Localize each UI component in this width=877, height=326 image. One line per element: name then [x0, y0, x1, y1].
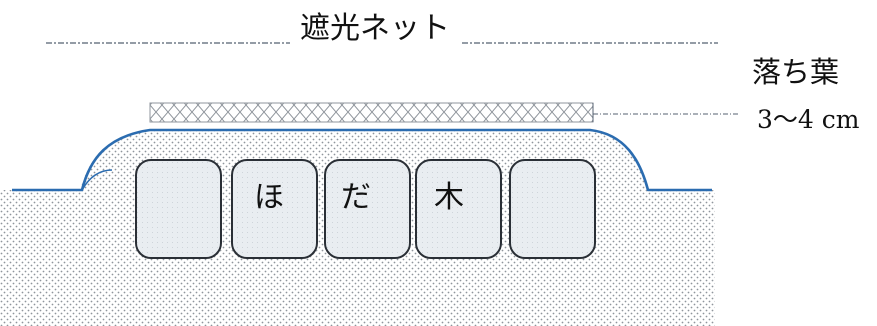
log-label-ho: ほ: [254, 180, 284, 215]
mound-inner-outline: [81, 169, 113, 191]
log-label-da: だ: [341, 180, 371, 215]
log-row: ほ だ 木: [135, 159, 596, 259]
fallen-leaves-label: 落ち葉: [752, 55, 839, 89]
mound-outline: [12, 128, 712, 192]
log-3: [324, 159, 411, 259]
log-2: [231, 159, 318, 259]
log-1: [135, 159, 222, 259]
depth-label: 3～4 cm: [757, 105, 860, 134]
shade-net-label: 遮光ネット: [300, 11, 450, 46]
shade-net-label-group: 遮光ネット: [46, 11, 718, 46]
log-label-ki: 木: [434, 180, 464, 215]
log-4: [415, 159, 502, 259]
shade-net-strip: [149, 102, 594, 123]
log-5: [509, 159, 596, 259]
